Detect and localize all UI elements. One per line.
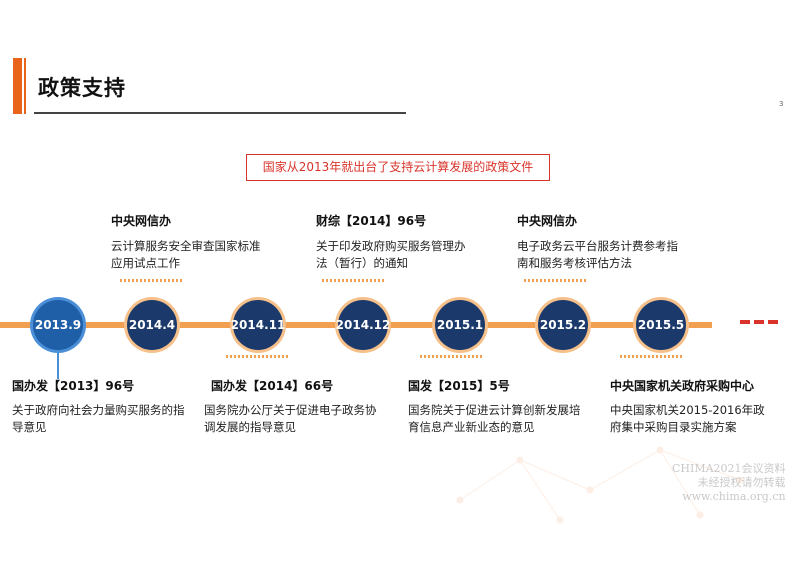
timeline-doc-desc: 电子政务云平台服务计费参考指南和服务考核评估方法: [517, 239, 678, 270]
title-accent-bar-thin: [24, 58, 26, 114]
watermark-line: www.chima.org.cn: [682, 490, 786, 503]
timeline-doc-title: 财综【2014】96号: [316, 214, 427, 228]
timeline-doc-desc: 国务院办公厅关于促进电子政务协调发展的指导意见: [204, 403, 377, 434]
timeline-doc-desc: 国务院关于促进云计算创新发展培育信息产业新业态的意见: [408, 403, 581, 434]
timeline-doc-title: 中央国家机关政府采购中心: [610, 379, 755, 393]
timeline-doc-title: 中央网信办: [517, 214, 578, 228]
timeline-continue-dash: [768, 320, 778, 324]
timeline-doc-title: 中央网信办: [111, 214, 172, 228]
watermark: CHIMA2021会议资料 未经授权请勿转载 www.chima.org.cn: [672, 462, 786, 504]
watermark-line: 未经授权请勿转载: [697, 476, 786, 489]
timeline-continue-dash: [754, 320, 764, 324]
timeline-doc-desc: 关于印发政府购买服务管理办法（暂行）的通知: [316, 239, 466, 270]
timeline-node-2014-4: 2014.4: [127, 300, 177, 350]
node-connector: [420, 355, 484, 358]
timeline-node-2015-1: 2015.1: [435, 300, 485, 350]
node-connector: [322, 279, 386, 282]
timeline-doc-desc: 云计算服务安全审查国家标准应用试点工作: [111, 239, 261, 270]
node-connector: [226, 355, 290, 358]
watermark-line: CHIMA2021会议资料: [672, 462, 786, 475]
timeline-node-2015-2: 2015.2: [538, 300, 588, 350]
network-background-graphic: [456, 446, 744, 524]
timeline-node-2015-5: 2015.5: [636, 300, 686, 350]
node-connector: [120, 279, 184, 282]
timeline-node-2014-11: 2014.11: [231, 300, 285, 350]
page-number: 3: [779, 100, 784, 108]
timeline-doc-desc: 关于政府向社会力量购买服务的指导意见: [12, 403, 185, 434]
timeline-doc-title: 国办发【2014】66号: [211, 379, 334, 393]
timeline-doc-desc: 中央国家机关2015-2016年政府集中采购目录实施方案: [610, 403, 765, 434]
page-title: 政策支持: [38, 76, 126, 100]
timeline-continue-dash: [740, 320, 750, 324]
node-connector: [524, 279, 588, 282]
headline-box: 国家从2013年就出台了支持云计算发展的政策文件: [246, 154, 550, 181]
node-stem: [57, 353, 59, 379]
node-connector: [620, 355, 684, 358]
title-accent-bar: [13, 58, 22, 114]
timeline-node-2013-9: 2013.9: [33, 300, 83, 350]
timeline-doc-title: 国发【2015】5号: [408, 379, 510, 393]
timeline-doc-title: 国办发【2013】96号: [12, 379, 135, 393]
title-underline: [34, 112, 406, 114]
timeline-node-2014-12: 2014.12: [336, 300, 390, 350]
